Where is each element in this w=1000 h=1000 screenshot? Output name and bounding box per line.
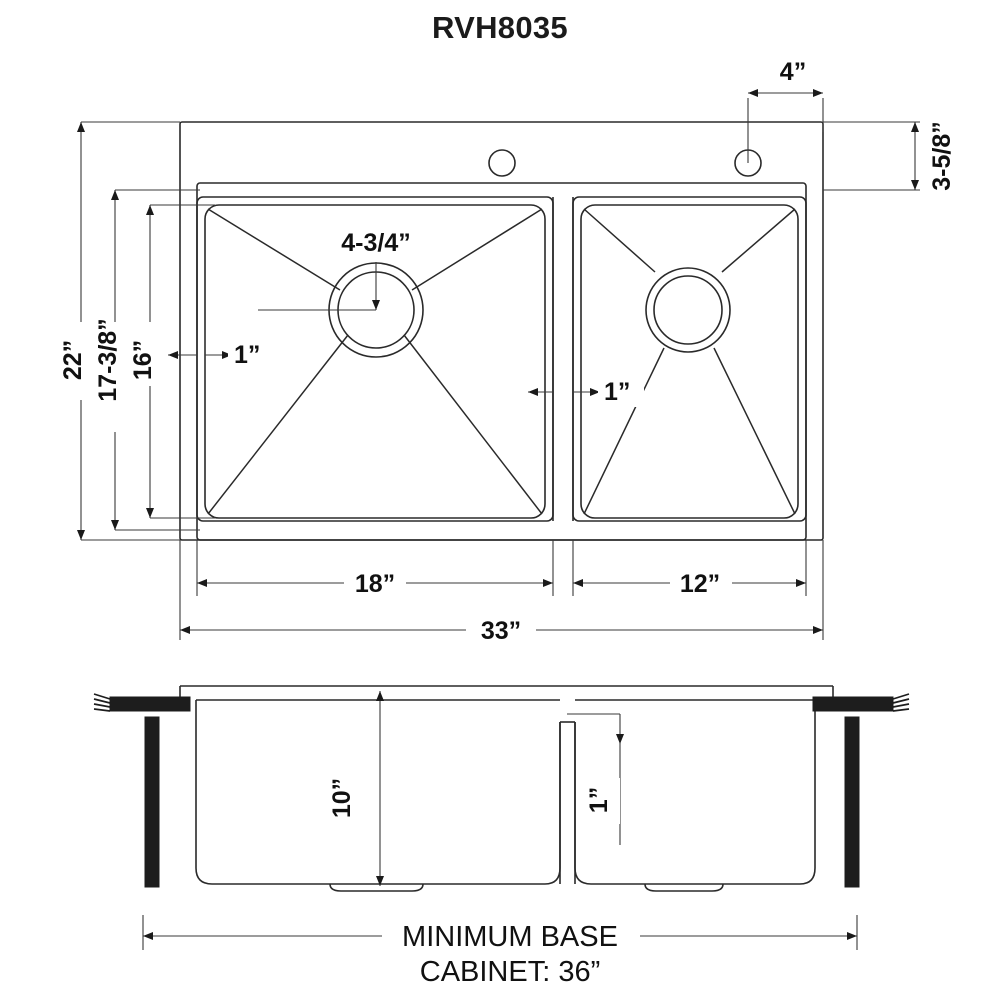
right-bowl-inner-rim [580,204,799,519]
countertop-bar-left [109,696,191,712]
top-view-dimension-labels-front: 22” 17-3/8” 16” 1” 1” 4-3/4” 4” 3-5/8” 1… [59,58,956,645]
page-title: RVH8035 [432,10,568,45]
label-bowl-depth: 10” [328,778,356,818]
right-drain-inner-circle [653,275,723,345]
label-min-base-cabinet-line1: MINIMUM BASE [402,921,618,953]
label-overall-width-front: 33” [481,617,521,645]
label-right-bowl-width-front: 12” [680,570,720,598]
right-drain-outer-circle [645,267,731,353]
countertop-bar-right [812,696,894,712]
label-faucet-offset-front: 4” [780,58,806,86]
section-right-countertop-assembly [812,693,910,888]
cabinet-wall-right [844,716,860,888]
hatch-left [93,693,111,712]
left-bowl-slope-lines [207,208,543,515]
label-min-base-cabinet-line2: CABINET: 36” [420,956,601,988]
label-inner-depth-16-front: 16” [129,340,157,380]
right-bowl [572,196,807,522]
faucet-holes [488,149,762,177]
right-bowl-slope-lines [583,208,796,515]
section-right-drain-lip [644,883,724,892]
section-left-drain-lip [329,883,424,892]
section-right-bowl [574,699,816,892]
label-inner-depth-17-front: 17-3/8” [94,318,122,401]
top-view-dimension-labels: 22” 17-3/8” 16” 1” 1” 4-3/4” 4” 3-5/8” 1… [59,58,956,645]
label-deck-back-front: 3-5/8” [928,121,956,190]
label-overall-depth-front: 22” [59,340,87,380]
label-drain-offset-front: 4-3/4” [341,229,410,257]
section-text-mask-group [334,770,640,952]
dim-faucet-offset [747,89,824,163]
text-mask-group [68,58,964,950]
section-top-reference [179,685,834,700]
hatch-right [892,693,910,712]
center-divider [552,197,574,521]
sink-inner-deck-rect [196,182,807,541]
cabinet-wall-left [144,716,160,888]
section-left-countertop-assembly [93,693,191,888]
label-divider-drop: 1” [585,787,613,813]
label-left-rim-offset-front: 1” [234,341,260,369]
sink-deck-rect [179,121,824,541]
section-view-labels: 10” 1” MINIMUM BASE CABINET: 36” [328,778,618,988]
right-bowl-outer-rim [572,196,807,522]
label-left-bowl-width-front: 18” [355,570,395,598]
dim-deck-back [823,121,920,191]
section-divider [559,721,576,884]
section-left-bowl [195,699,561,892]
top-view-deck-outline [179,121,824,541]
label-mid-rim-offset-front: 1” [604,378,630,406]
faucet-hole-left [488,149,516,177]
